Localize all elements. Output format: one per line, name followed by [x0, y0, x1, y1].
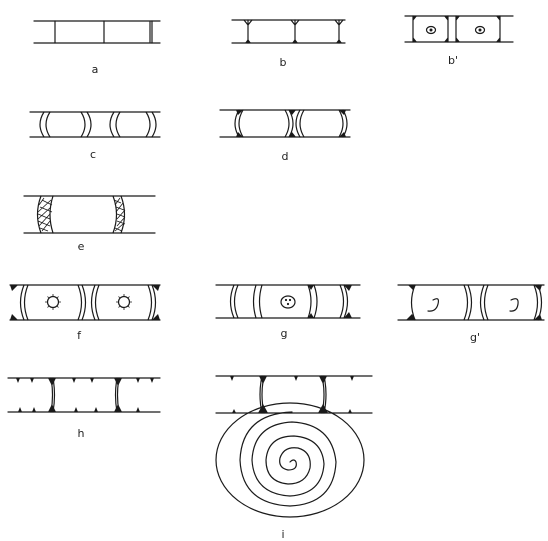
- panel-g: g: [216, 285, 360, 340]
- panel-b: b: [232, 20, 345, 69]
- panel-i: i: [216, 376, 372, 541]
- panel-h-label: h: [78, 427, 85, 440]
- panel-g-prime: g': [398, 285, 544, 344]
- panel-d-label: d: [282, 150, 289, 163]
- panel-g-label: g: [281, 327, 288, 340]
- panel-a-label: a: [92, 63, 99, 76]
- panel-a: a: [34, 21, 160, 76]
- panel-e-label: e: [78, 240, 85, 253]
- panel-i-label: i: [281, 528, 284, 541]
- panel-c-label: c: [90, 148, 96, 161]
- panel-e: e: [24, 196, 155, 253]
- panel-h: h: [8, 378, 160, 440]
- panel-g-prime-label: g': [470, 331, 480, 344]
- panel-d: d: [220, 110, 350, 163]
- panel-f: f: [10, 285, 160, 342]
- panel-b-prime: b': [405, 16, 513, 67]
- panel-b-label: b: [280, 56, 287, 69]
- panel-c: c: [30, 112, 160, 161]
- panel-f-label: f: [77, 329, 82, 342]
- panel-b-prime-label: b': [448, 54, 458, 67]
